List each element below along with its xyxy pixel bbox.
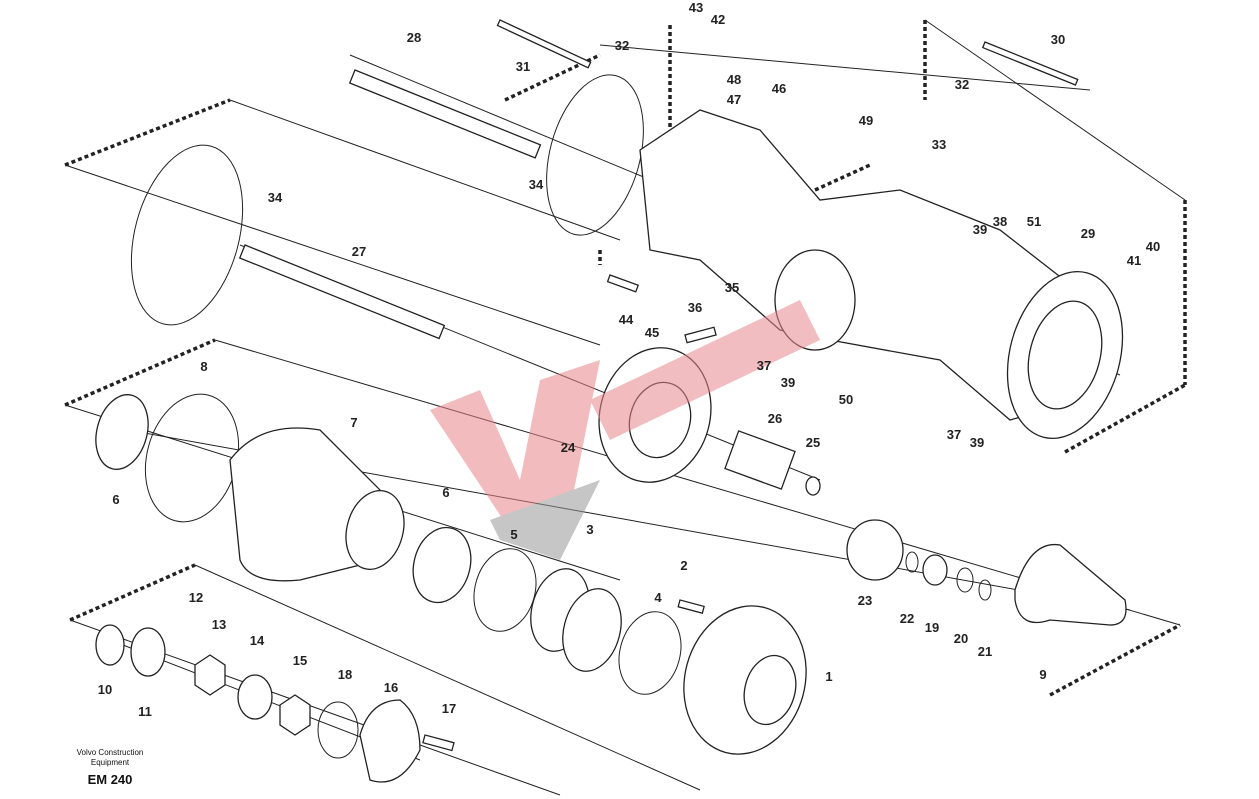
callout: 1 [825, 669, 832, 684]
gear-23 [846, 519, 904, 581]
callout-labels: 43 42 28 32 30 31 48 47 46 32 49 33 34 3… [98, 0, 1160, 719]
callout: 21 [978, 644, 992, 659]
callout: 34 [529, 177, 544, 192]
callout: 9 [1039, 667, 1046, 682]
callout: 37 [947, 427, 961, 442]
callout: 37 [757, 358, 771, 373]
callout: 12 [189, 590, 203, 605]
callout: 15 [293, 653, 307, 668]
callout: 22 [900, 611, 914, 626]
washer-14 [237, 674, 273, 720]
publisher-line-1: Volvo Construction [76, 748, 144, 757]
callout: 48 [727, 72, 741, 87]
callout: 34 [268, 190, 283, 205]
bearing-6 [95, 394, 149, 470]
shaft-27 [238, 244, 446, 340]
callout: 28 [407, 30, 421, 45]
callout: 39 [973, 222, 987, 237]
callout: 32 [955, 77, 969, 92]
callout: 30 [1051, 32, 1065, 47]
callout: 6 [112, 492, 119, 507]
shaft-28 [348, 69, 542, 159]
callout: 24 [561, 440, 576, 455]
callout: 44 [619, 312, 634, 327]
callout: 2 [680, 558, 687, 573]
callout: 49 [859, 113, 873, 128]
bolt-2 [677, 599, 705, 615]
washer-25 [805, 476, 821, 496]
publisher-block: Volvo Construction Equipment EM 240 [60, 748, 160, 787]
washer-10 [95, 624, 125, 666]
pin-30 [981, 41, 1079, 86]
callout: 27 [352, 244, 366, 259]
flange-9 [1014, 543, 1127, 626]
callout: 13 [212, 617, 226, 632]
bolt-44 [606, 274, 640, 293]
callout: 10 [98, 682, 112, 697]
callout: 26 [768, 411, 782, 426]
gear-19 [922, 554, 948, 586]
callout: 39 [781, 375, 795, 390]
callout: 29 [1081, 226, 1095, 241]
cover-16 [359, 699, 421, 783]
ring-11 [130, 627, 166, 677]
callout: 20 [954, 631, 968, 646]
nut-13 [194, 654, 226, 696]
nut-15 [279, 694, 311, 736]
bolt-36 [684, 326, 717, 344]
callout: 7 [350, 415, 357, 430]
callout: 45 [645, 325, 659, 340]
callout: 35 [725, 280, 739, 295]
callout: 8 [200, 359, 207, 374]
callout: 5 [510, 527, 517, 542]
watermark-logo [430, 300, 820, 560]
callout: 50 [839, 392, 853, 407]
callout: 32 [615, 38, 629, 53]
callout: 3 [586, 522, 593, 537]
callout: 46 [772, 81, 786, 96]
o-ring-34 [130, 144, 244, 326]
callout: 41 [1127, 253, 1141, 268]
callout: 19 [925, 620, 939, 635]
pin-31 [496, 19, 592, 69]
o-ring-18 [317, 701, 359, 759]
o-ring-4 [618, 611, 682, 695]
callout: 40 [1146, 239, 1160, 254]
bearing-6b [412, 526, 472, 604]
callout: 33 [932, 137, 946, 152]
callout: 16 [384, 680, 398, 695]
callout: 11 [138, 704, 152, 719]
callout: 39 [970, 435, 984, 450]
callout: 42 [711, 12, 725, 27]
callout: 47 [727, 92, 741, 107]
callout: 4 [654, 590, 662, 605]
publisher-line-2: Equipment [90, 758, 130, 767]
shaft-26 [724, 430, 796, 490]
section-boundaries [64, 19, 1187, 796]
callout: 23 [858, 593, 872, 608]
callout: 6 [442, 485, 449, 500]
callout: 51 [1027, 214, 1041, 229]
callout: 31 [516, 59, 530, 74]
callout: 38 [993, 214, 1007, 229]
o-ring-34b [546, 74, 644, 236]
callout: 17 [442, 701, 456, 716]
callout: 43 [689, 0, 703, 15]
diagram-code: EM 240 [87, 772, 133, 787]
hub-1 [683, 605, 807, 755]
callout: 25 [806, 435, 820, 450]
callout: 36 [688, 300, 702, 315]
callout: 14 [250, 633, 265, 648]
callout: 18 [338, 667, 352, 682]
bolt-17 [422, 734, 455, 752]
